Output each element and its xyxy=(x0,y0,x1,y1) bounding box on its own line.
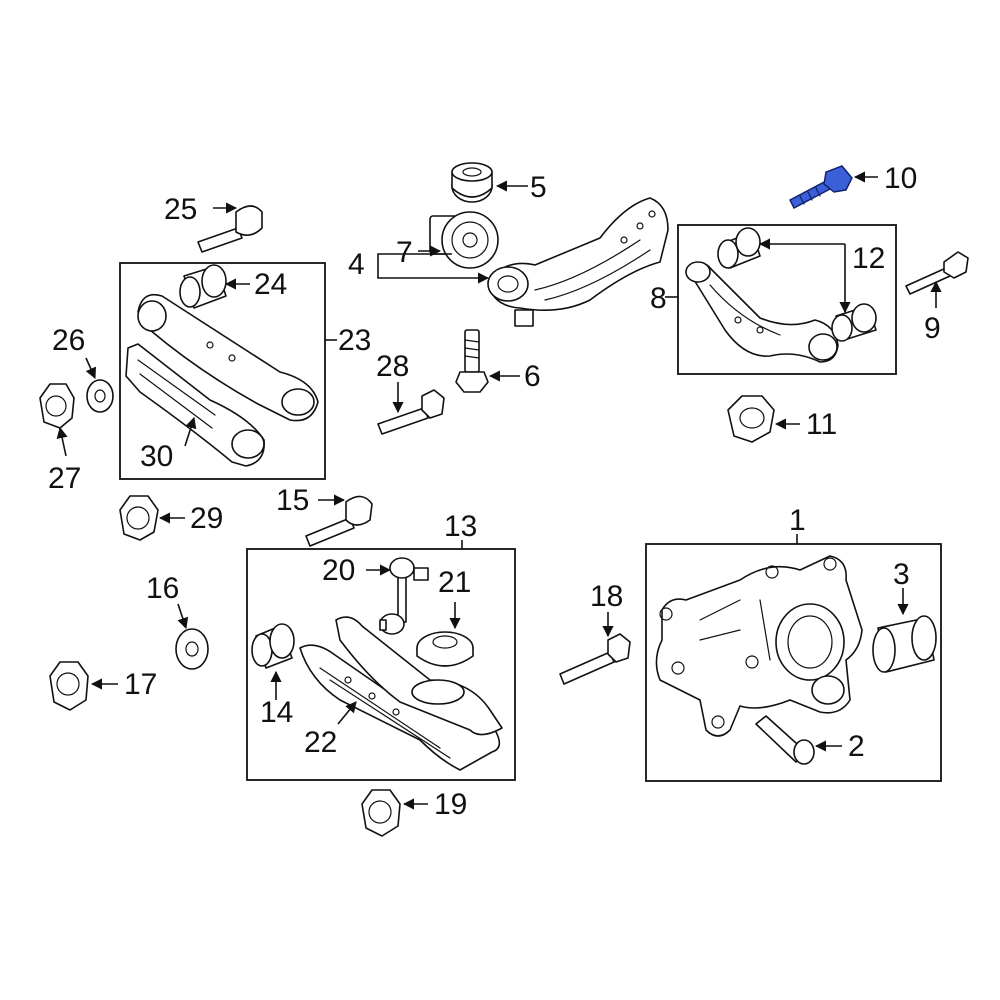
label-21: 21 xyxy=(438,566,471,599)
label-2: 2 xyxy=(848,730,865,763)
label-23: 23 xyxy=(338,324,371,357)
label-16: 16 xyxy=(146,572,179,605)
part-19-nut[interactable] xyxy=(361,789,401,837)
part-29-nut[interactable] xyxy=(119,495,159,541)
part-9-bolt[interactable] xyxy=(905,251,969,295)
part-22-spring-arm[interactable] xyxy=(299,616,503,771)
part-15-bolt[interactable] xyxy=(305,495,373,547)
part-16-washer[interactable] xyxy=(175,628,209,670)
label-30: 30 xyxy=(140,440,173,473)
label-6: 6 xyxy=(524,360,541,393)
part-1-knuckle[interactable] xyxy=(655,555,863,737)
label-9: 9 xyxy=(924,312,941,345)
part-7-bushing[interactable] xyxy=(429,211,499,269)
label-24: 24 xyxy=(254,268,287,301)
part-27-nut[interactable] xyxy=(39,383,75,429)
label-8: 8 xyxy=(650,282,667,315)
part-4-trailing-arm[interactable] xyxy=(487,197,669,327)
label-28: 28 xyxy=(376,350,409,383)
label-17: 17 xyxy=(124,668,157,701)
part-23-lower-arm[interactable] xyxy=(137,293,319,422)
part-8-control-arm[interactable] xyxy=(685,261,839,363)
label-4: 4 xyxy=(348,248,365,281)
part-14-bushing[interactable] xyxy=(251,623,295,669)
part-24-bushing[interactable] xyxy=(179,264,227,309)
part-12-bushing-upper[interactable] xyxy=(717,227,761,269)
group-box-13 xyxy=(246,548,516,781)
leader-lines xyxy=(56,171,942,810)
part-25-bolt[interactable] xyxy=(197,205,263,253)
part-3-bushing[interactable] xyxy=(872,615,937,673)
label-3: 3 xyxy=(893,558,910,591)
part-5-bushing[interactable] xyxy=(451,162,493,203)
label-15: 15 xyxy=(276,484,309,517)
label-26: 26 xyxy=(52,324,85,357)
part-26-washer[interactable] xyxy=(86,379,114,413)
label-25: 25 xyxy=(164,193,197,226)
label-12: 12 xyxy=(852,242,885,275)
label-18: 18 xyxy=(590,580,623,613)
label-1: 1 xyxy=(789,504,806,537)
part-11-nut[interactable] xyxy=(727,395,775,443)
part-18-bolt[interactable] xyxy=(559,633,631,685)
label-14: 14 xyxy=(260,696,293,729)
group-box-1 xyxy=(645,543,942,782)
label-27: 27 xyxy=(48,462,81,495)
part-17-nut[interactable] xyxy=(49,661,89,711)
label-19: 19 xyxy=(434,788,467,821)
part-30-bracket[interactable] xyxy=(125,343,265,467)
label-11: 11 xyxy=(806,408,837,441)
label-10: 10 xyxy=(884,162,917,195)
part-12-bushing-lower[interactable] xyxy=(831,303,877,342)
group-box-8 xyxy=(677,224,897,375)
part-21-insulator[interactable] xyxy=(416,631,474,667)
label-22: 22 xyxy=(304,726,337,759)
group-box-23 xyxy=(119,262,326,480)
label-5: 5 xyxy=(530,171,547,204)
part-10-bolt-highlighted[interactable] xyxy=(789,165,853,209)
label-13: 13 xyxy=(444,510,477,543)
label-20: 20 xyxy=(322,554,355,587)
label-29: 29 xyxy=(190,502,223,535)
part-6-bolt[interactable] xyxy=(455,329,489,393)
part-2-bolt[interactable] xyxy=(755,715,815,765)
part-28-bolt[interactable] xyxy=(377,389,445,435)
part-20-stabilizer-link[interactable] xyxy=(379,557,429,635)
label-7: 7 xyxy=(396,236,413,269)
